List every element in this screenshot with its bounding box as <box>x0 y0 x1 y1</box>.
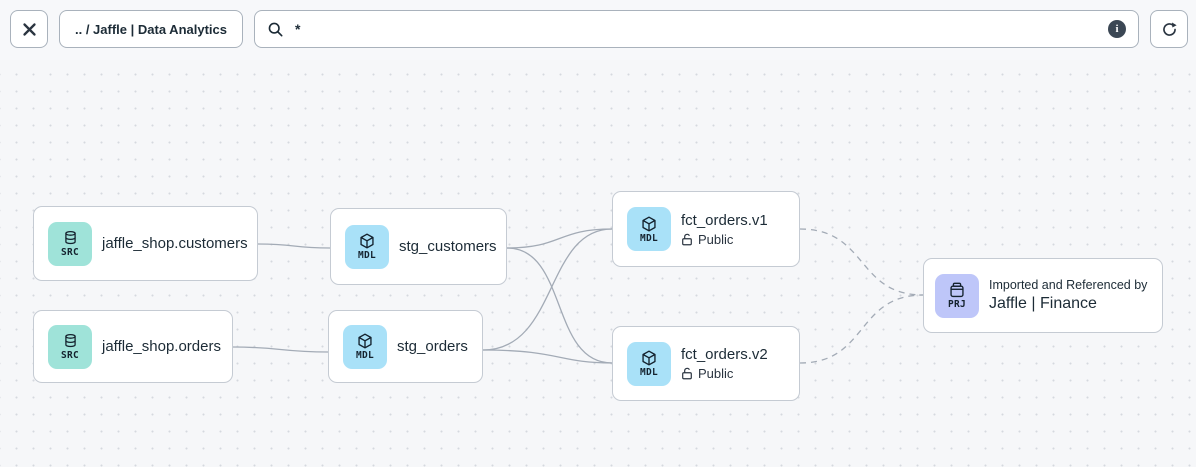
edge-stg-customers-fct-v1 <box>506 228 613 249</box>
model-badge: MDL <box>345 224 389 269</box>
access-row: Public <box>681 232 768 247</box>
node-title: stg_orders <box>397 338 468 355</box>
close-button[interactable] <box>10 10 48 48</box>
access-row: Public <box>681 366 768 381</box>
info-icon[interactable]: i <box>1108 20 1126 38</box>
search-icon <box>268 22 283 37</box>
badge-label: MDL <box>355 350 375 362</box>
access-label: Public <box>698 366 734 381</box>
source-badge: SRC <box>48 324 92 369</box>
project-badge: PRJ <box>935 273 979 318</box>
access-label: Public <box>698 231 734 247</box>
edge-fct-v2-project <box>799 294 924 364</box>
edge-stg-customers-fct-v2 <box>506 247 613 364</box>
badge-label: MDL <box>639 232 659 244</box>
database-icon <box>64 334 76 348</box>
cube-icon <box>360 233 374 249</box>
edge-customers-stg-customers <box>257 243 331 249</box>
node-fct-orders-v2[interactable]: MDL fct_orders.v2 Public <box>612 326 800 401</box>
node-title: fct_orders.v1 <box>681 211 768 229</box>
node-stg-orders[interactable]: MDL stg_orders <box>328 310 483 383</box>
node-fct-orders-v1[interactable]: MDL fct_orders.v1 Public <box>612 191 800 267</box>
badge-label: PRJ <box>947 299 967 311</box>
project-subtitle: Imported and Referenced by <box>989 278 1148 292</box>
unlock-icon <box>682 367 692 380</box>
badge-label: SRC <box>60 350 80 362</box>
node-stg-customers[interactable]: MDL stg_customers <box>330 208 507 285</box>
badge-label: SRC <box>60 247 80 259</box>
lineage-canvas[interactable]: SRC jaffle_shop.customers SRC jaffle_sho… <box>0 60 1196 467</box>
badge-label: MDL <box>639 367 659 379</box>
cube-icon <box>358 333 372 349</box>
project-title: Jaffle | Finance <box>989 295 1097 312</box>
edge-fct-v1-project <box>799 228 924 296</box>
edge-stg-orders-fct-v2 <box>482 349 613 364</box>
search-input[interactable] <box>293 20 1099 38</box>
cube-icon <box>642 216 656 232</box>
node-project-jaffle-finance[interactable]: PRJ Imported and Referenced by Jaffle | … <box>923 258 1163 333</box>
archive-box-icon <box>950 282 964 298</box>
node-title: jaffle_shop.orders <box>102 338 221 355</box>
node-title: fct_orders.v2 <box>681 346 768 363</box>
close-icon <box>22 22 36 36</box>
model-badge: MDL <box>343 324 387 369</box>
unlock-icon <box>682 233 692 245</box>
breadcrumb-label: .. / Jaffle | Data Analytics <box>75 21 227 37</box>
node-jaffle-shop-orders[interactable]: SRC jaffle_shop.orders <box>33 310 233 383</box>
node-title: jaffle_shop.customers <box>102 235 248 252</box>
refresh-icon <box>1162 22 1177 36</box>
model-badge: MDL <box>627 207 671 251</box>
badge-label: MDL <box>357 250 377 262</box>
refresh-button[interactable] <box>1150 10 1188 48</box>
node-title: stg_customers <box>399 238 497 255</box>
node-jaffle-shop-customers[interactable]: SRC jaffle_shop.customers <box>33 206 258 281</box>
search-box[interactable]: i <box>254 10 1139 48</box>
cube-icon <box>642 350 656 366</box>
source-badge: SRC <box>48 221 92 266</box>
toolbar: .. / Jaffle | Data Analytics i <box>10 10 1188 48</box>
database-icon <box>64 231 76 245</box>
edge-orders-stg-orders <box>232 346 329 353</box>
breadcrumb[interactable]: .. / Jaffle | Data Analytics <box>59 10 243 48</box>
model-badge: MDL <box>627 341 671 386</box>
